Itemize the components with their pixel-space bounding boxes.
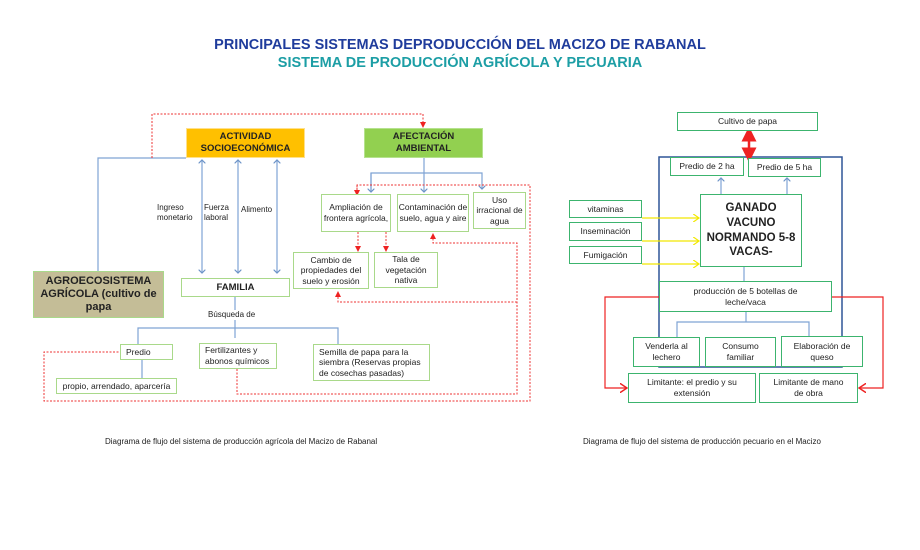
caption-pecuario: Diagrama de flujo del sistema de producc… — [583, 437, 821, 446]
limitante-mano-obra-box: Limitante de mano de obra — [759, 373, 858, 403]
fumigacion-box: Fumigación — [569, 246, 642, 264]
busqueda-label: Búsqueda de — [208, 310, 256, 321]
semilla-box: Semilla de papa para la siembra (Reserva… — [313, 344, 430, 381]
fertilizantes-box: Fertilizantes y abonos químicos — [199, 343, 277, 369]
predio-2ha-box: Predio de 2 ha — [670, 157, 744, 176]
main-title: PRINCIPALES SISTEMAS DEPRODUCCIÓN DEL MA… — [214, 37, 706, 53]
afectacion-ambiental-box: AFECTACIÓN AMBIENTAL — [364, 128, 483, 158]
limitante-predio-box: Limitante: el predio y su extensión — [628, 373, 756, 403]
actividad-socioeconomica-box: ACTIVIDAD SOCIOECONÓMICA — [186, 128, 305, 158]
produccion-leche-box: producción de 5 botellas de leche/vaca — [659, 281, 832, 312]
predio-5ha-box: Predio de 5 ha — [748, 158, 821, 177]
cambio-propiedades-box: Cambio de propiedades del suelo y erosió… — [293, 252, 369, 289]
contaminacion-box: Contaminación de suelo, agua y aire — [397, 194, 469, 232]
subtitle: SISTEMA DE PRODUCCIÓN AGRÍCOLA Y PECUARI… — [277, 55, 643, 71]
caption-agricola: Diagrama de flujo del sistema de producc… — [105, 437, 378, 446]
vender-lechero-box: Venderla al lechero — [633, 337, 700, 367]
uso-irracional-box: Uso irracional de agua — [473, 192, 526, 229]
ingreso-monetario-label: Ingreso monetario — [157, 203, 193, 223]
elaboracion-queso-box: Elaboración de queso — [781, 336, 863, 367]
tala-vegetacion-box: Tala de vegetación nativa — [374, 252, 438, 288]
ampliacion-frontera-box: Ampliación de frontera agrícola, — [321, 194, 391, 232]
ganado-vacuno-box: GANADO VACUNO NORMANDO 5-8 VACAS- — [700, 194, 802, 267]
familia-box: FAMILIA — [181, 278, 290, 297]
cultivo-papa-box: Cultivo de papa — [677, 112, 818, 131]
consumo-familiar-box: Consumo familiar — [705, 337, 776, 367]
predio-box: Predio — [120, 344, 173, 360]
alimento-label: Alimento — [241, 205, 273, 214]
tenencia-box: propio, arrendado, aparcería — [56, 378, 177, 394]
fuerza-laboral-label: Fuerza laboral — [204, 203, 229, 223]
inseminacion-box: Inseminación — [569, 222, 642, 241]
agroecosistema-box: AGROECOSISTEMA AGRÍCOLA (cultivo de papa — [33, 271, 164, 318]
vitaminas-box: vitaminas — [569, 200, 642, 218]
